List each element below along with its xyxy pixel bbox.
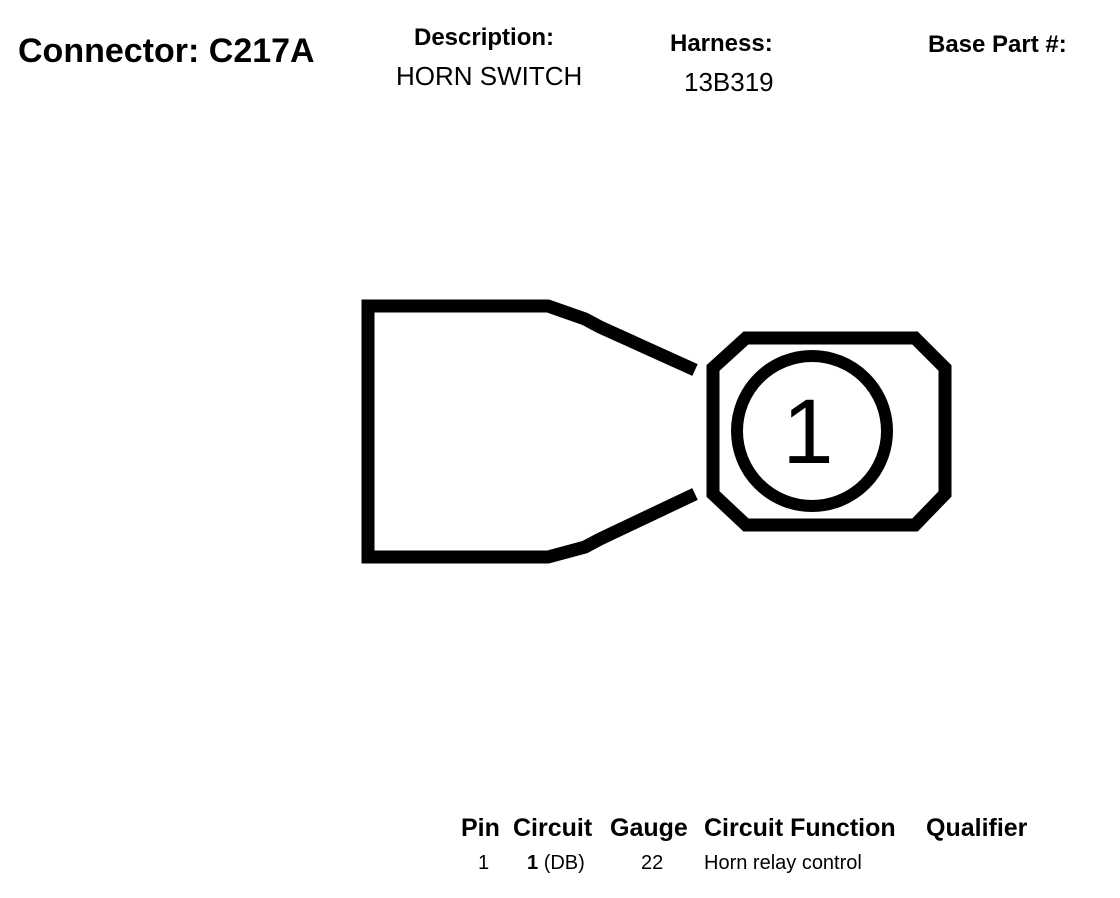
- base-part-label: Base Part #:: [928, 31, 1067, 58]
- harness-label: Harness:: [670, 30, 773, 57]
- description-value: HORN SWITCH: [396, 61, 583, 91]
- circuit-color: (DB): [543, 852, 585, 874]
- description-label: Description:: [414, 24, 555, 51]
- circuit-header: Circuit: [513, 814, 593, 842]
- pin-cavity-frame: [706, 331, 952, 532]
- pin-cell: 1: [478, 852, 490, 874]
- harness-value: 13B319: [684, 67, 774, 97]
- pin-header: Pin: [461, 814, 500, 842]
- circuit-cell: 1 (DB): [527, 852, 585, 875]
- qualifier-header: Qualifier: [926, 814, 1028, 842]
- gauge-cell: 22: [641, 852, 664, 874]
- gauge-header: Gauge: [610, 814, 688, 842]
- pin-circle: [731, 350, 893, 512]
- pin-number-label: 1: [782, 381, 833, 483]
- circuit-function-cell: Horn relay control: [704, 852, 862, 874]
- connector-title: Connector: C217A: [18, 32, 315, 70]
- connector-body-outline: [361, 299, 698, 564]
- circuit-function-header: Circuit Function: [704, 814, 896, 842]
- circuit-number: 1: [527, 852, 539, 874]
